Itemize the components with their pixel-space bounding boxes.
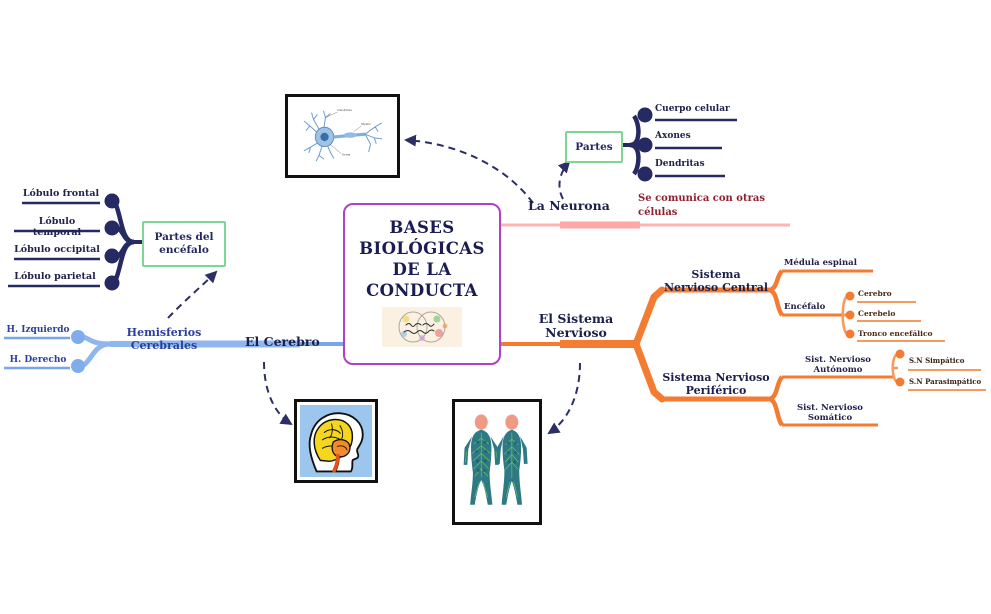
leaf-cerebro[interactable]: Cerebro	[858, 289, 892, 298]
center-title-line-2: BIOLÓGICAS	[359, 239, 485, 259]
leaf-sn-simpatico[interactable]: S.N Simpático	[909, 356, 965, 365]
node-sistema-nervioso-central[interactable]: Sistema Nervioso Central	[660, 268, 772, 294]
branch-label-la-neurona[interactable]: La Neurona	[528, 198, 610, 213]
se-comunica-line-2: células	[638, 206, 678, 218]
leaf-sn-parasimpatico[interactable]: S.N Parasimpático	[909, 377, 982, 386]
node-hemisferios-cerebrales[interactable]: Hemisferios Cerebrales	[118, 326, 210, 352]
branch-label-el-cerebro[interactable]: El Cerebro	[245, 334, 320, 349]
branch-label-el-sistema-nervioso[interactable]: El Sistema Nervioso	[536, 311, 616, 341]
sn-autonomo-line-1: Sist. Nervioso	[805, 355, 871, 365]
se-comunica-line-1: Se comunica con otras	[638, 193, 765, 204]
leaf-encefalo[interactable]: Encéfalo	[784, 302, 826, 312]
svg-text:Dendrites: Dendrites	[337, 108, 352, 112]
leaf-lobulo-temporal[interactable]: Lóbulo temporal	[32, 216, 82, 238]
snp-line-2: Periférico	[685, 383, 747, 397]
sn-autonomo-line-2: Autónomo	[813, 364, 863, 375]
leaf-medula-espinal[interactable]: Médula espinal	[784, 258, 857, 268]
branch-label-sn-line-1: El Sistema	[538, 311, 614, 326]
leaf-dendritas[interactable]: Dendritas	[655, 159, 705, 169]
leaf-tronco-encefalico[interactable]: Tronco encefálico	[858, 329, 933, 338]
node-sistema-nervioso-periferico[interactable]: Sistema Nervioso Periférico	[656, 371, 776, 397]
node-se-comunica-con-otras-celulas[interactable]: Se comunica con otras células	[638, 192, 798, 219]
leaf-lobulo-occipital[interactable]: Lóbulo occipital	[14, 244, 100, 255]
center-title-line-1: BASES	[389, 218, 455, 237]
svg-text:Myelin: Myelin	[361, 122, 371, 126]
leaf-lobulo-frontal[interactable]: Lóbulo frontal	[22, 188, 100, 199]
node-partes-neurona[interactable]: Partes	[565, 131, 623, 163]
center-title-line-4: CONDUCTA	[366, 281, 478, 301]
partes-label: Partes	[575, 140, 613, 153]
snc-line-2: Nervioso Central	[663, 280, 769, 294]
leaf-h-derecho[interactable]: H. Derecho	[9, 355, 67, 365]
hemisferios-line-1: Hemisferios	[126, 326, 202, 339]
node-sist-nervioso-somatico[interactable]: Sist. Nervioso Somático	[782, 403, 878, 423]
nervous-system-image	[452, 399, 542, 525]
hemisferios-line-2: Cerebrales	[130, 338, 198, 352]
partes-encefalo-line-1: Partes del	[154, 231, 214, 244]
brain-head-image	[294, 399, 378, 483]
leaf-cerebelo[interactable]: Cerebelo	[858, 309, 896, 318]
sn-somatico-line-2: Somático	[807, 412, 853, 423]
leaf-h-izquierdo[interactable]: H. Izquierdo	[6, 325, 70, 335]
snc-line-1: Sistema	[691, 268, 741, 281]
node-partes-del-encefalo[interactable]: Partes del encéfalo	[142, 221, 226, 267]
center-node[interactable]: BASES BIOLÓGICAS DE LA CONDUCTA	[343, 203, 501, 365]
sn-somatico-line-1: Sist. Nervioso	[797, 403, 863, 413]
partes-encefalo-line-2: encéfalo	[159, 244, 209, 256]
svg-text:Soma: Soma	[342, 152, 351, 156]
center-thumbnail	[382, 307, 462, 348]
neuron-diagram-image: Dendrites Myelin Soma	[285, 94, 400, 178]
branch-label-sn-line-2: Nervioso	[545, 325, 607, 341]
leaf-axones[interactable]: Axones	[655, 131, 691, 141]
leaf-cuerpo-celular[interactable]: Cuerpo celular	[655, 104, 730, 114]
leaf-lobulo-parietal[interactable]: Lóbulo parietal	[14, 271, 96, 282]
node-sist-nervioso-autonomo[interactable]: Sist. Nervioso Autónomo	[782, 355, 894, 375]
center-title-line-3: DE LA	[392, 260, 452, 280]
snp-line-1: Sistema Nervioso	[662, 371, 770, 384]
center-title: BASES BIOLÓGICAS DE LA CONDUCTA	[359, 217, 485, 301]
